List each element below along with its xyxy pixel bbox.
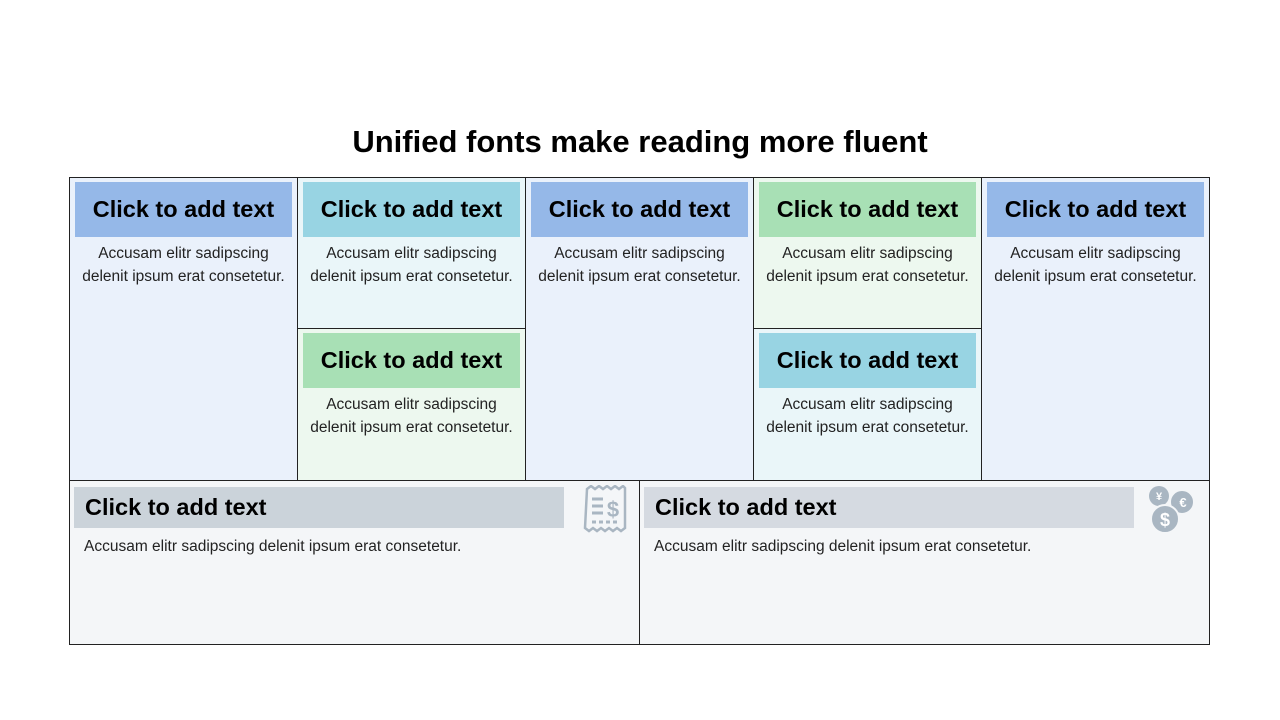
cell-body[interactable]: Accusam elitr sadipscing delenit ipsum e… bbox=[538, 245, 741, 285]
cell-4[interactable]: Click to add text Accusam elitr sadipsci… bbox=[525, 177, 754, 481]
cell-3[interactable]: Click to add text Accusam elitr sadipsci… bbox=[297, 328, 526, 481]
svg-text:€: € bbox=[1179, 495, 1186, 510]
cell-heading[interactable]: Click to add text bbox=[531, 182, 748, 237]
cell-1[interactable]: Click to add text Accusam elitr sadipsci… bbox=[69, 177, 298, 481]
bottom-body[interactable]: Accusam elitr sadipscing delenit ipsum e… bbox=[654, 538, 1032, 555]
cell-6[interactable]: Click to add text Accusam elitr sadipsci… bbox=[753, 328, 982, 481]
cell-body[interactable]: Accusam elitr sadipscing delenit ipsum e… bbox=[310, 245, 513, 285]
bottom-body[interactable]: Accusam elitr sadipscing delenit ipsum e… bbox=[84, 538, 462, 555]
cell-body[interactable]: Accusam elitr sadipscing delenit ipsum e… bbox=[766, 396, 969, 436]
cell-7[interactable]: Click to add text Accusam elitr sadipsci… bbox=[981, 177, 1210, 481]
cell-body[interactable]: Accusam elitr sadipscing delenit ipsum e… bbox=[994, 245, 1197, 285]
svg-text:$: $ bbox=[607, 497, 619, 522]
cell-5[interactable]: Click to add text Accusam elitr sadipsci… bbox=[753, 177, 982, 329]
cell-heading[interactable]: Click to add text bbox=[303, 182, 520, 237]
slide-title[interactable]: Unified fonts make reading more fluent bbox=[352, 124, 928, 159]
svg-text:¥: ¥ bbox=[1156, 491, 1163, 503]
bottom-cell-2[interactable]: Click to add text Accusam elitr sadipsci… bbox=[639, 480, 1210, 645]
cell-body[interactable]: Accusam elitr sadipscing delenit ipsum e… bbox=[766, 245, 969, 285]
currency-coins-icon: ¥ € $ bbox=[1149, 486, 1195, 534]
cell-heading[interactable]: Click to add text bbox=[75, 182, 292, 237]
cell-heading[interactable]: Click to add text bbox=[759, 182, 976, 237]
bottom-cell-1[interactable]: Click to add text Accusam elitr sadipsci… bbox=[69, 480, 640, 645]
bottom-heading[interactable]: Click to add text bbox=[644, 487, 1134, 528]
cell-heading[interactable]: Click to add text bbox=[759, 333, 976, 388]
cell-body[interactable]: Accusam elitr sadipscing delenit ipsum e… bbox=[82, 245, 285, 285]
cell-2[interactable]: Click to add text Accusam elitr sadipsci… bbox=[297, 177, 526, 329]
svg-text:$: $ bbox=[1160, 510, 1170, 530]
cell-heading[interactable]: Click to add text bbox=[303, 333, 520, 388]
receipt-dollar-icon: $ bbox=[583, 485, 627, 533]
cell-body[interactable]: Accusam elitr sadipscing delenit ipsum e… bbox=[310, 396, 513, 436]
bottom-heading[interactable]: Click to add text bbox=[74, 487, 564, 528]
cell-heading[interactable]: Click to add text bbox=[987, 182, 1204, 237]
